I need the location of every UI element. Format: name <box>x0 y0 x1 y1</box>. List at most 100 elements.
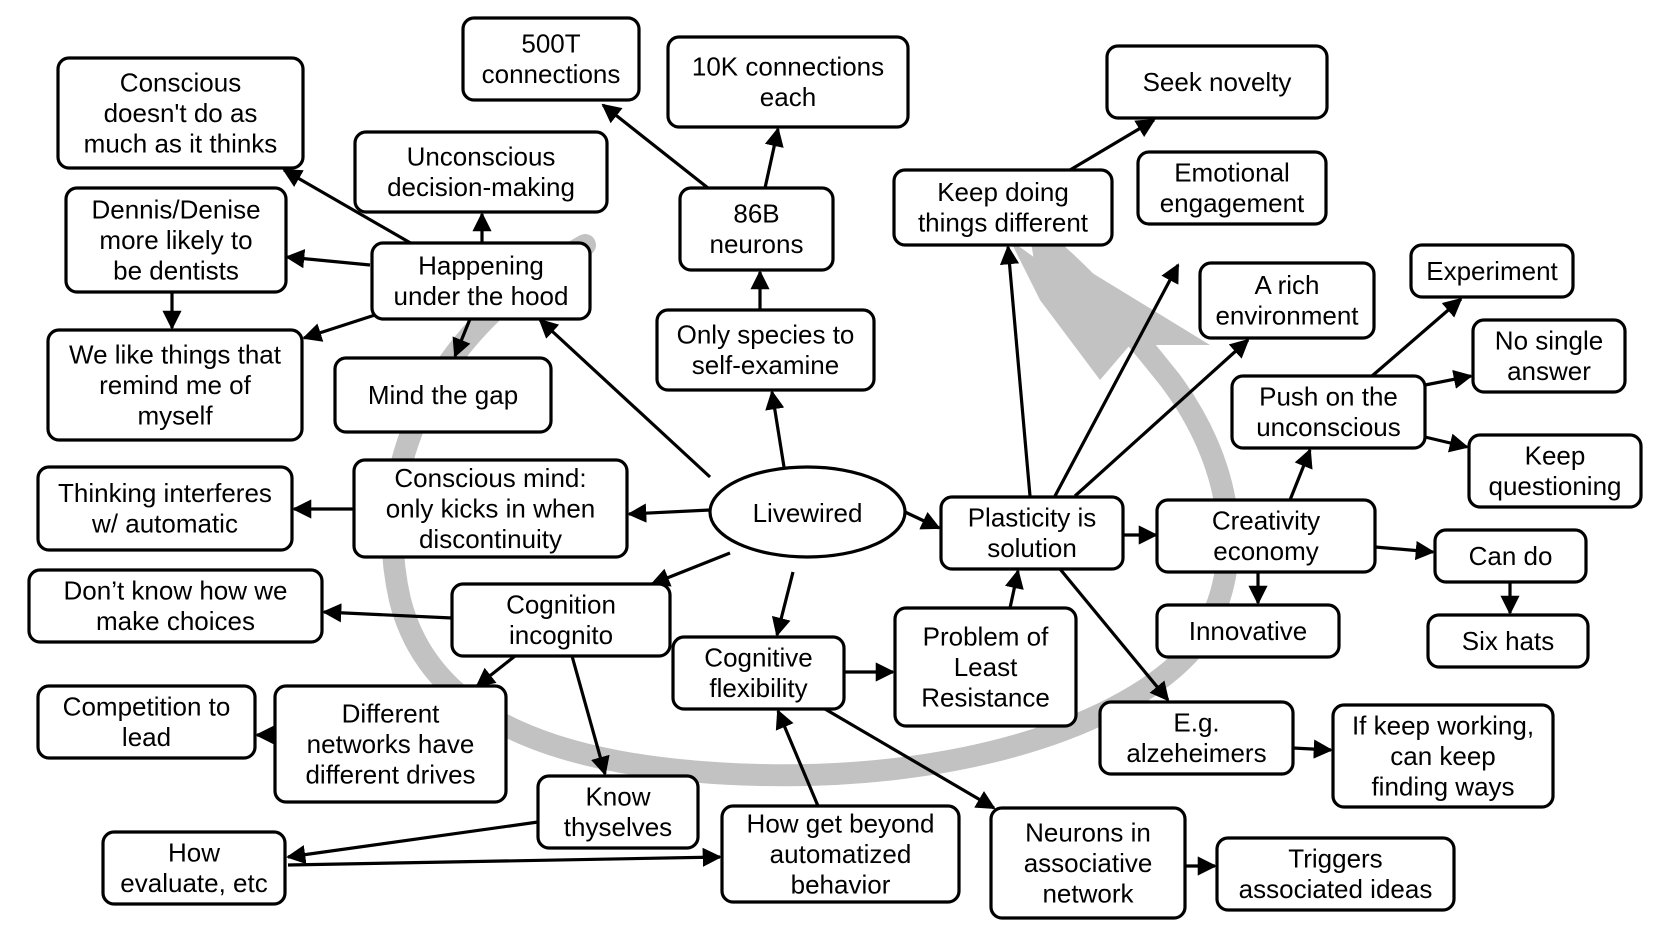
node-box <box>678 186 835 272</box>
node-box <box>352 458 629 559</box>
node-box <box>1155 498 1377 574</box>
node-box <box>1198 261 1376 340</box>
node-livewired: LivewiredLivewired <box>708 465 907 559</box>
node-mind-gap: Mind the gapMind the gap <box>333 356 553 434</box>
node-box <box>720 804 961 904</box>
node-box <box>36 684 257 760</box>
node-neurons-assoc: Neurons in associative networkNeurons in… <box>989 806 1187 920</box>
node-only-species: Only species to self-examineOnly species… <box>655 308 876 392</box>
edge-arrow <box>763 127 784 189</box>
node-box <box>64 186 288 294</box>
node-box <box>1467 433 1643 509</box>
edge-arrow <box>287 847 722 867</box>
edge-arrow <box>475 654 516 688</box>
node-label: Seek novelty <box>1143 67 1292 97</box>
edge-arrow <box>765 390 786 468</box>
node-box <box>893 606 1078 728</box>
node-box <box>273 684 508 804</box>
node-box <box>27 568 324 644</box>
node-label: Experiment <box>1426 256 1558 286</box>
edge-arrow <box>322 603 453 623</box>
edge-arrow <box>1069 118 1156 172</box>
node-conscious-doesnt: Conscious doesn't do as much as it think… <box>56 56 305 170</box>
node-thinking-interferes: Thinking interferes w/ automaticThinking… <box>36 465 294 552</box>
node-box <box>1136 150 1328 226</box>
edge-arrow <box>1053 263 1180 497</box>
node-label: Can do <box>1469 541 1553 571</box>
node-experiment: ExperimentExperiment <box>1409 243 1575 299</box>
node-dont-know: Don’t know how we make choicesDon’t know… <box>27 568 324 644</box>
node-box <box>1098 700 1295 776</box>
nodes: LivewiredLivewired Conscious doesn't do a… <box>27 16 1643 920</box>
edge-arrow <box>286 820 539 865</box>
node-box <box>370 241 592 321</box>
edges <box>162 103 1520 876</box>
node-box <box>655 308 876 392</box>
edge-arrow <box>282 168 415 247</box>
node-different-networks: Different networks have different drives… <box>273 684 508 804</box>
edge-arrow <box>601 103 709 190</box>
edge-arrow <box>1004 569 1024 609</box>
edge-arrow <box>538 318 712 479</box>
node-box <box>1230 374 1427 450</box>
node-box <box>450 582 672 658</box>
node-box <box>1426 613 1590 669</box>
edge-arrow <box>650 551 731 587</box>
node-label: E.g.alzeheimers <box>1126 708 1266 769</box>
node-box <box>708 465 907 559</box>
node-label: Mind the gap <box>368 380 518 410</box>
edge-arrow <box>1292 739 1333 759</box>
node-box <box>892 168 1114 247</box>
edge-arrow <box>452 318 472 358</box>
node-box <box>353 130 609 214</box>
edge-arrow <box>1058 567 1170 702</box>
node-keep-working: If keep working, can keep finding waysIf… <box>1331 703 1555 809</box>
edge-arrow <box>904 510 941 530</box>
node-box <box>666 35 910 129</box>
node-box <box>101 830 287 906</box>
edge-arrow <box>775 709 820 807</box>
node-box <box>1471 318 1627 394</box>
edge-arrow <box>1424 369 1473 389</box>
node-eg-alz: E.g. alzeheimersE.g.alzeheimers <box>1098 700 1295 776</box>
node-box <box>1433 528 1588 584</box>
